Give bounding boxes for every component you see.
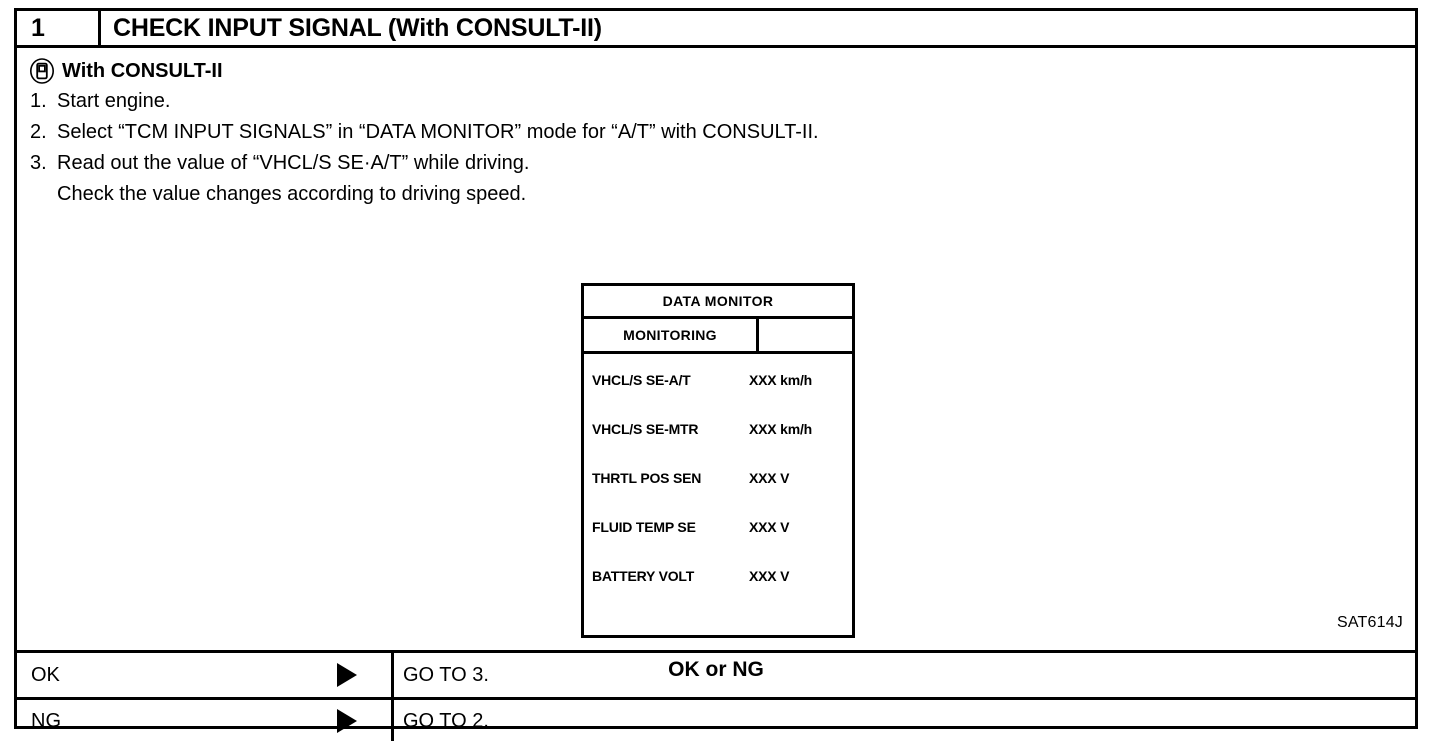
result-row-ng: NG GO TO 2. (17, 697, 1415, 741)
tool-line: With CONSULT-II (29, 58, 1415, 84)
consult-ii-icon (29, 58, 55, 84)
figure-code: SAT614J (1336, 614, 1403, 631)
instruction-text: Read out the value of “VHCL/S SE·A/T” wh… (57, 152, 530, 174)
instruction-subline: Check the value changes according to dri… (57, 183, 527, 205)
monitor-row-name: FLUID TEMP SE (592, 519, 696, 535)
right-triangle-icon (337, 708, 357, 733)
monitor-row-value: XXX km/h (749, 372, 812, 388)
instruction-number: 2. (30, 121, 47, 143)
monitor-subhead-row: MONITORING (584, 319, 852, 354)
step-body: With CONSULT-II 1. Start engine. 2. Sele… (17, 58, 1415, 681)
monitor-row: BATTERY VOLT XXX V (584, 568, 852, 617)
instruction-list: 1. Start engine. 2. Select “TCM INPUT SI… (17, 86, 1415, 179)
monitor-row: VHCL/S SE-A/T XXX km/h (584, 372, 852, 421)
instruction-text: Start engine. (57, 90, 171, 112)
monitor-subhead-empty (759, 319, 852, 351)
instruction-item: 1. Start engine. (17, 86, 1415, 117)
monitor-subhead-monitoring: MONITORING (584, 319, 759, 351)
verdict-label: OK or NG (668, 658, 764, 681)
result-action: GO TO 3. (403, 664, 489, 686)
result-label-cell: NG (17, 700, 394, 741)
result-action-cell: GO TO 3. (394, 653, 1415, 697)
monitor-row-name: VHCL/S SE-MTR (592, 421, 699, 437)
monitor-row-name: BATTERY VOLT (592, 568, 695, 584)
consult-monitor-figure: DATA MONITOR MONITORING VHCL/S SE-A/T XX… (581, 283, 855, 638)
monitor-row-value: XXX V (749, 470, 790, 486)
step-title-cell: CHECK INPUT SIGNAL (With CONSULT-II) (101, 11, 1415, 45)
instruction-number: 3. (30, 152, 47, 174)
instruction-text: Select “TCM INPUT SIGNALS” in “DATA MONI… (57, 121, 819, 143)
right-triangle-icon (337, 663, 357, 687)
monitor-row: THRTL POS SEN XXX V (584, 470, 852, 519)
result-label: NG (31, 709, 61, 732)
monitor-row-list: VHCL/S SE-A/T XXX km/h VHCL/S SE-MTR XXX… (584, 354, 852, 635)
instruction-item: 3. Read out the value of “VHCL/S SE·A/T”… (17, 148, 1415, 179)
result-label-cell: OK (17, 653, 394, 697)
diagnostic-step-frame: 1 CHECK INPUT SIGNAL (With CONSULT-II) W… (14, 8, 1418, 741)
monitor-row: FLUID TEMP SE XXX V (584, 519, 852, 568)
monitor-title: DATA MONITOR (584, 286, 852, 319)
monitor-row-value: XXX V (749, 519, 790, 535)
step-number-cell: 1 (17, 11, 101, 45)
step-title: CHECK INPUT SIGNAL (With CONSULT-II) (113, 13, 602, 42)
monitor-screen: DATA MONITOR MONITORING VHCL/S SE-A/T XX… (581, 283, 855, 638)
result-action: GO TO 2. (403, 709, 489, 732)
tool-label: With CONSULT-II (62, 60, 223, 82)
monitor-row-name: VHCL/S SE-A/T (592, 372, 691, 388)
instruction-number: 1. (30, 90, 47, 112)
monitor-row-value: XXX km/h (749, 421, 812, 437)
result-row-ok: OK GO TO 3. (17, 653, 1415, 697)
monitor-row: VHCL/S SE-MTR XXX km/h (584, 421, 852, 470)
step-number: 1 (31, 13, 45, 42)
step-header: 1 CHECK INPUT SIGNAL (With CONSULT-II) (17, 11, 1415, 48)
monitor-row-name: THRTL POS SEN (592, 470, 702, 486)
instruction-item: 2. Select “TCM INPUT SIGNALS” in “DATA M… (17, 117, 1415, 148)
result-action-cell: GO TO 2. (394, 700, 1415, 741)
result-label: OK (31, 664, 60, 686)
monitor-row-value: XXX V (749, 568, 790, 584)
